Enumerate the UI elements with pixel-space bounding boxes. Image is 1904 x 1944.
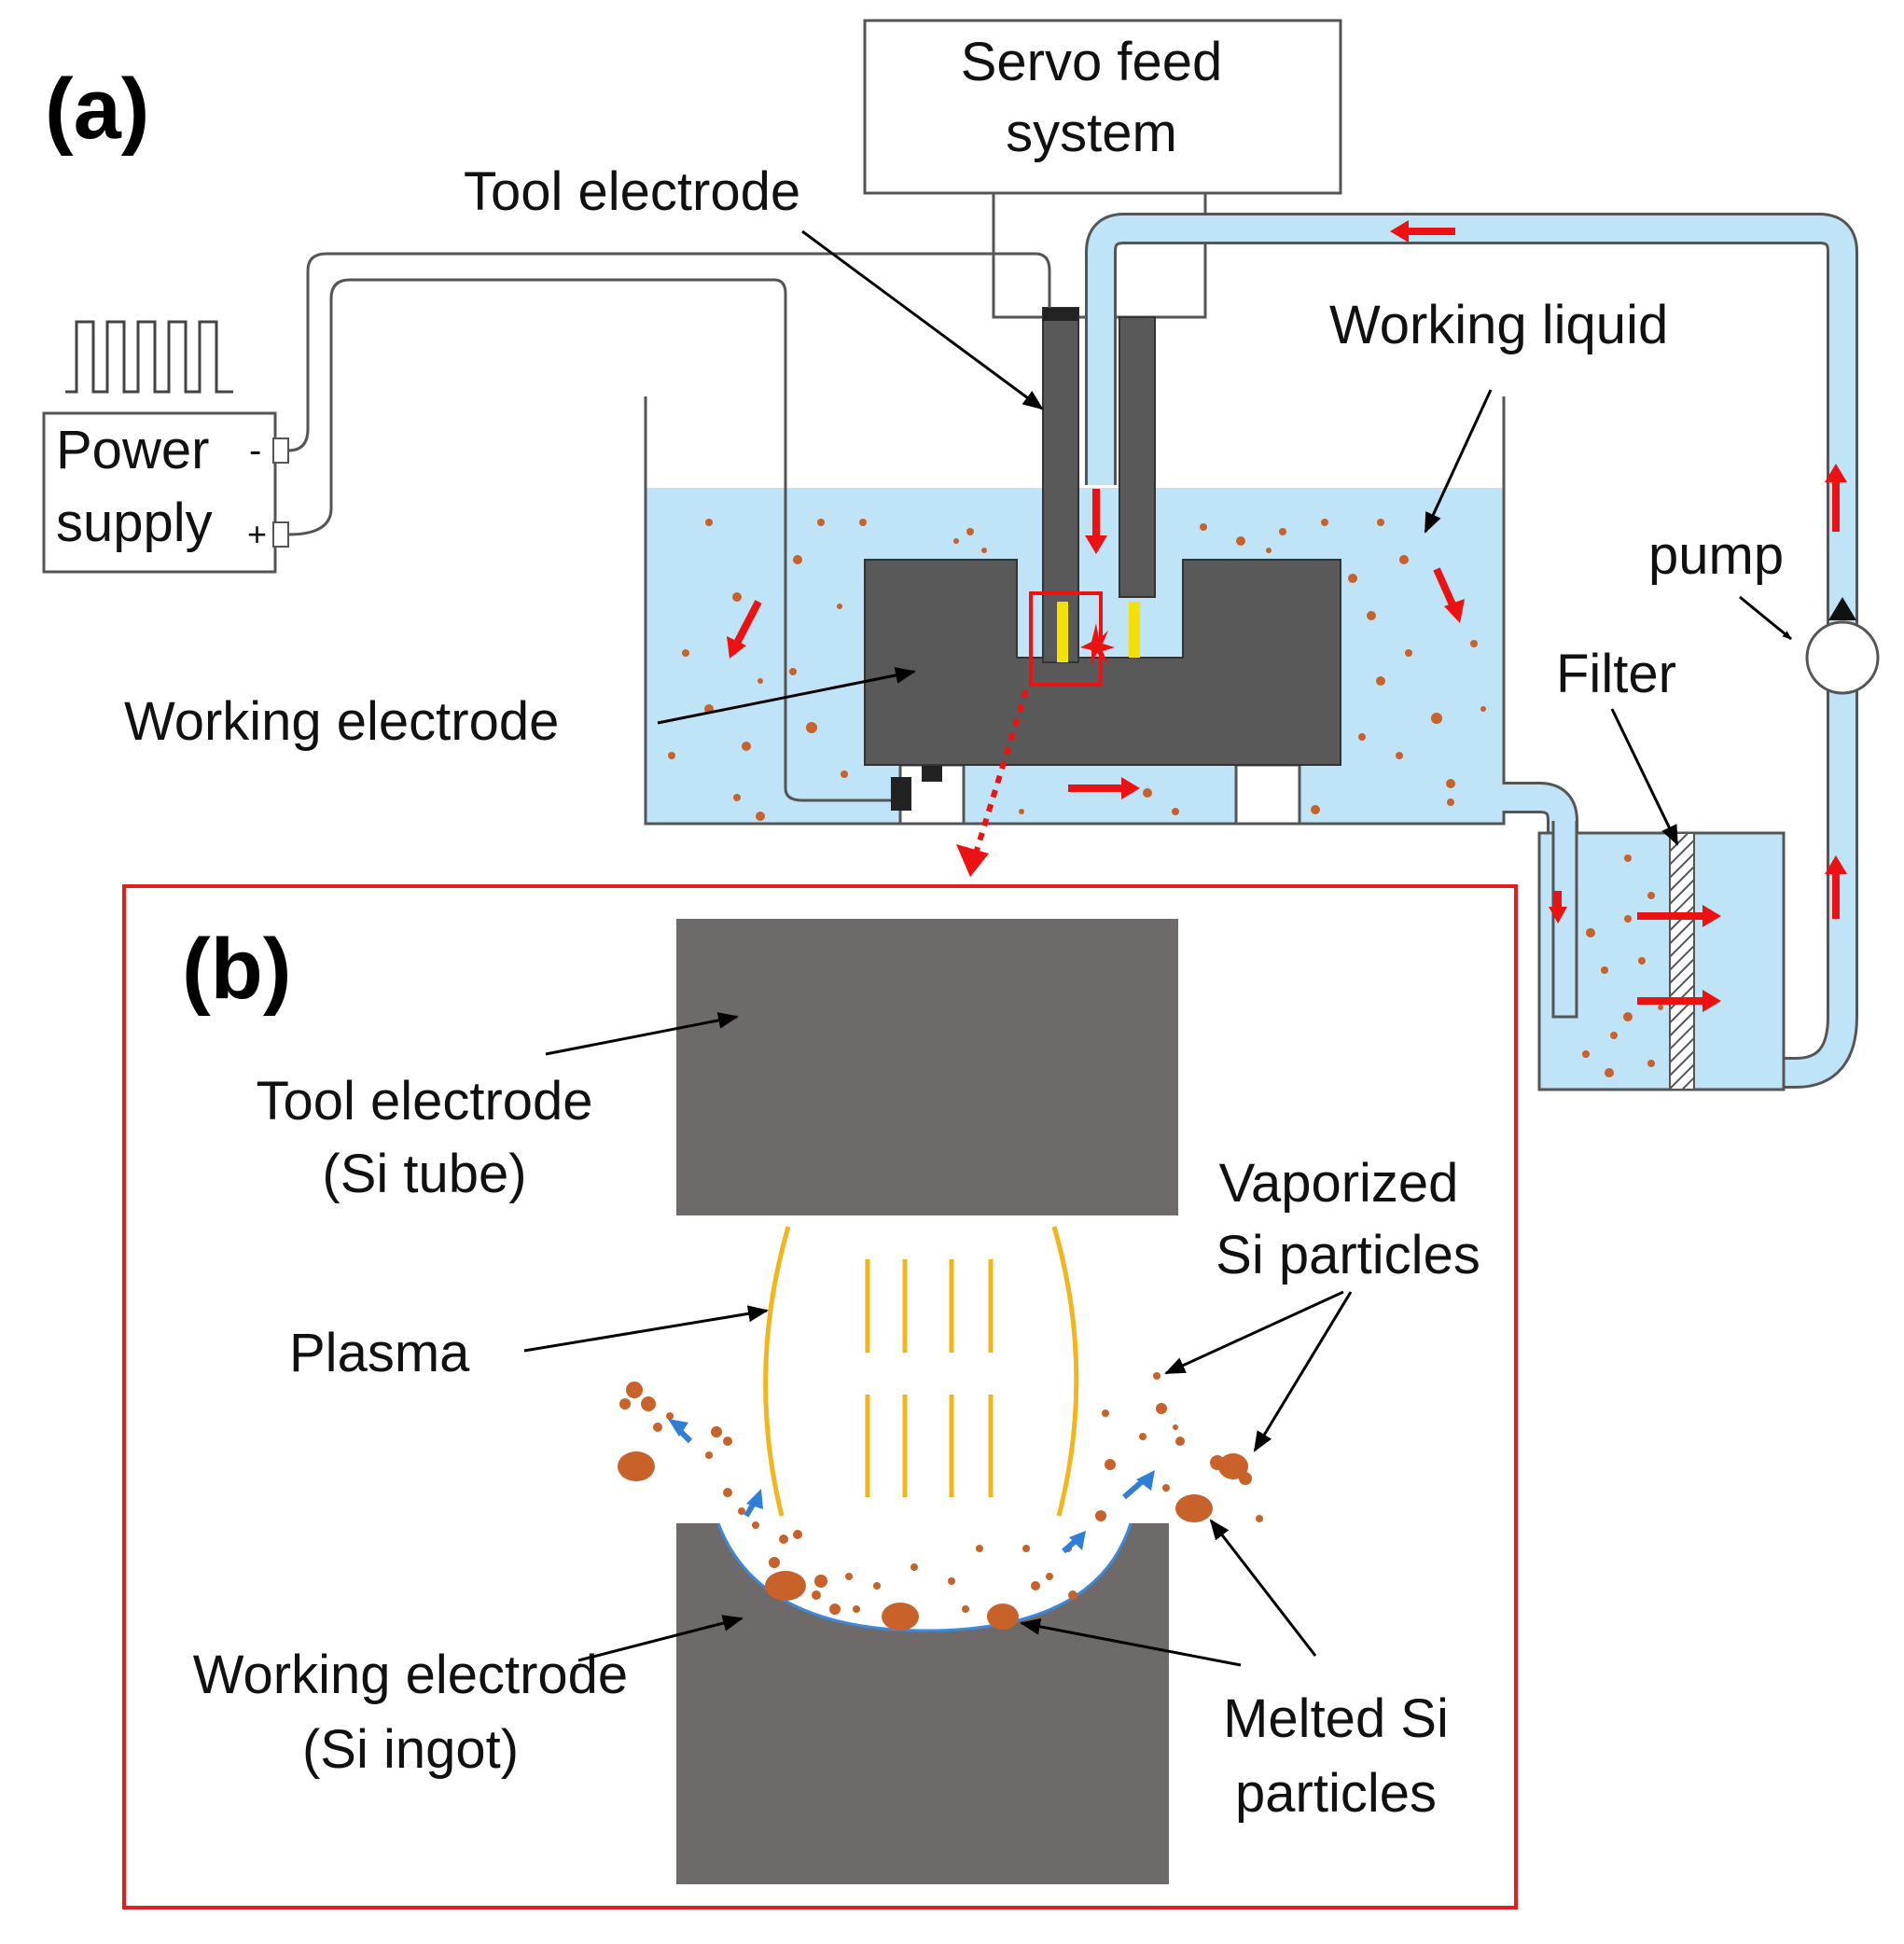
zoom-region <box>1029 591 1103 687</box>
tool-electrode-leader <box>801 229 1044 410</box>
filter-particles <box>1582 854 1663 1077</box>
panel-a-tag: (a) <box>45 62 149 157</box>
right-support <box>1234 763 1301 826</box>
tool-electrode-right <box>1119 316 1156 598</box>
pump-circle <box>1805 620 1880 695</box>
terminal-plus <box>272 521 289 548</box>
power-minus: - <box>249 430 261 471</box>
power-label-line2: supply <box>56 493 213 553</box>
vaporized-line2: Si particles <box>1216 1225 1480 1285</box>
working-electrode-b-line2: (Si ingot) <box>302 1719 519 1780</box>
spark-right <box>1129 602 1140 658</box>
wire-minus-b <box>288 261 322 448</box>
vaporized-line1: Vaporized <box>1219 1153 1459 1214</box>
working-electrode-leader-a <box>657 667 916 725</box>
flow-arrows <box>727 220 1847 1012</box>
connector-clip <box>922 763 942 782</box>
vaporized-leader-1 <box>1164 1290 1344 1375</box>
working-electrode-b <box>676 1523 1169 1884</box>
tool-electrode-b-leader <box>545 1011 739 1056</box>
pulse-waveform-icon <box>65 320 233 394</box>
filter-tank <box>1537 831 1786 1091</box>
panel-b-tag: (b) <box>182 922 291 1017</box>
panel-a: Servo feed system Power supply <box>42 19 1880 1091</box>
servo-feed-box <box>863 19 1342 195</box>
working-electrode-label-a: Working electrode <box>124 691 559 752</box>
working-electrode-b-leader <box>577 1615 744 1662</box>
tool-electrode-b-line1: Tool electrode <box>256 1071 592 1132</box>
melted-leader-1 <box>1020 1618 1242 1667</box>
plasma-label: Plasma <box>289 1323 470 1383</box>
pump-triangle <box>1828 597 1856 620</box>
melted-line2: particles <box>1235 1763 1437 1824</box>
filter-inlet-pipe <box>1551 821 1578 1019</box>
spark-star <box>1080 623 1115 664</box>
melted-leader-2 <box>1209 1519 1317 1657</box>
power-supply-box <box>42 411 277 574</box>
tool-electrode-b <box>676 919 1178 1215</box>
filter-element <box>1669 832 1695 1090</box>
pump-label: pump <box>1648 525 1784 586</box>
melted-line1: Melted Si <box>1223 1688 1449 1749</box>
si-particles <box>618 1372 1263 1631</box>
zoom-arrowhead <box>956 844 989 877</box>
escape-arrows <box>668 1419 1155 1554</box>
tank-particles <box>668 519 1486 821</box>
working-liquid-leader <box>1424 389 1493 534</box>
working-electrode-b-line1: Working electrode <box>193 1645 628 1705</box>
outflow-pipe-inner <box>1493 785 1576 1012</box>
wire-minus <box>287 252 1051 452</box>
terminal-minus <box>272 437 289 464</box>
panel-b: (b) <box>122 884 1518 1909</box>
power-plus: + <box>247 515 267 553</box>
tool-electrode-label-a: Tool electrode <box>464 161 800 222</box>
wire-plus <box>287 278 891 802</box>
tool-electrode-b-line2: (Si tube) <box>322 1144 526 1204</box>
return-pipe-inner <box>1088 215 1855 1086</box>
pump-leader <box>1739 595 1792 641</box>
working-liquid-label: Working liquid <box>1329 295 1668 355</box>
connector-block <box>891 777 911 811</box>
servo-label-line2: system <box>1006 103 1177 163</box>
tank-outline <box>644 396 1506 826</box>
plasma-leader <box>523 1305 769 1353</box>
crater-rim <box>716 1522 1133 1632</box>
power-label-line1: Power <box>56 420 209 480</box>
vaporized-leader-2 <box>1253 1291 1353 1452</box>
filter-label: Filter <box>1556 644 1676 704</box>
tool-cap <box>1043 308 1078 321</box>
servo-label-line1: Servo feed <box>961 32 1223 92</box>
plasma <box>763 1226 1079 1517</box>
filter-leader <box>1610 708 1679 846</box>
spark-left <box>1057 602 1068 662</box>
